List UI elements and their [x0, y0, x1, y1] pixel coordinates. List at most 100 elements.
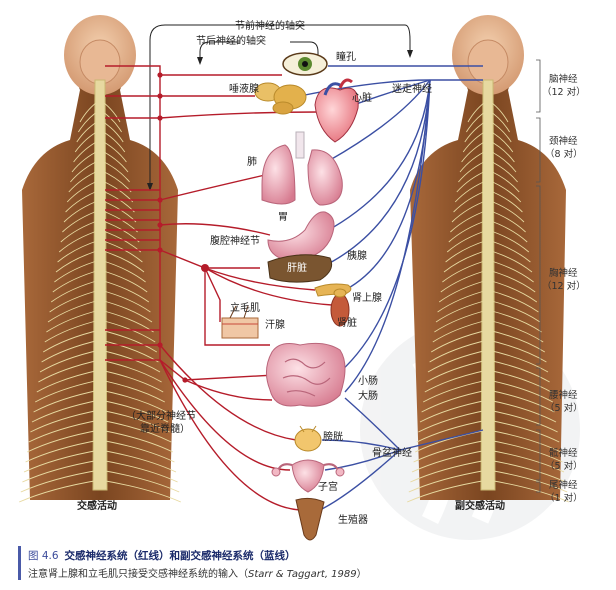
spinal-nerve: [487, 179, 522, 203]
section-cervical-count: （8 对）: [545, 148, 583, 160]
spinal-nerve: [487, 309, 542, 333]
label-ganglia-note-2: 靠近脊髓）: [140, 422, 190, 435]
caption-note: 注意肾上腺和立毛肌只接受交感神经系统的输入（: [28, 569, 248, 580]
spinal-nerve: [487, 459, 566, 483]
left-body: [19, 15, 181, 503]
spinal-nerve: [99, 289, 151, 313]
spinal-nerve: [99, 279, 150, 303]
section-bracket: [536, 59, 541, 113]
sympathetic-fiber: [105, 111, 319, 119]
spinal-nerve: [34, 379, 101, 403]
label-bladder: 膀胱: [323, 430, 343, 443]
label-postganglionic: 节后神经的轴突: [196, 34, 266, 47]
spinal-nerve: [487, 299, 541, 323]
spinal-nerve: [487, 289, 539, 313]
parasympathetic-fiber: [319, 449, 401, 511]
spinal-nerve: [19, 479, 101, 503]
spinal-nerve: [487, 119, 512, 143]
spinal-nerve: [99, 269, 148, 293]
spinal-nerve: [99, 359, 162, 383]
kidney-icon: [330, 288, 350, 327]
sympathetic-fiber: [204, 267, 221, 322]
spinal-nerve: [426, 359, 489, 383]
spinal-nerve: [430, 329, 489, 353]
sympathetic-fiber: [204, 268, 270, 346]
spinal-nerve: [487, 359, 550, 383]
section-cervical-name: 颈神经: [549, 135, 578, 147]
spinal-nerve: [31, 399, 101, 423]
spinal-nerve: [99, 99, 121, 123]
intestine-icon: [266, 342, 346, 407]
section-cranial-name: 脑神经: [549, 73, 578, 85]
spinal-nerve: [487, 219, 528, 243]
spinal-nerve: [99, 409, 170, 433]
spinal-nerve: [487, 409, 558, 433]
spinal-nerve: [79, 99, 101, 123]
spinal-nerve: [466, 109, 489, 133]
spinal-nerve: [49, 289, 101, 313]
spinal-nerve: [99, 109, 122, 133]
section-lumbar-count: （5 对）: [545, 402, 583, 414]
parasympathetic-fiber: [319, 79, 431, 269]
spinal-nerve: [74, 129, 101, 153]
spinal-nerve: [52, 269, 101, 293]
spinal-nerve: [487, 129, 514, 153]
spinal-nerve: [487, 319, 544, 343]
spinal-nerve: [427, 349, 489, 373]
spinal-nerve: [38, 359, 101, 383]
spinal-nerve: [42, 329, 101, 353]
spinal-nerve: [437, 289, 489, 313]
spinal-nerve: [487, 159, 518, 183]
sympathetic-fiber: [159, 174, 266, 201]
spinal-nerve: [63, 199, 101, 223]
label-arrector: 立毛肌: [230, 301, 260, 314]
caption-title: 交感神经系统（红线）和副交感神经系统（蓝线）: [64, 550, 296, 562]
spinal-nerve: [487, 279, 538, 303]
postganglionic-arrow: [199, 41, 240, 62]
spinal-nerve: [459, 149, 489, 173]
spinal-nerve: [487, 239, 531, 263]
spinal-nerve: [487, 149, 517, 173]
caption-citation: Starr & Taggart, 1989: [248, 569, 357, 580]
section-bracket: [536, 367, 541, 426]
spinal-nerve: [487, 269, 536, 293]
label-large-intestine: 大肠: [358, 389, 378, 402]
preganglionic-arrow: [149, 24, 411, 190]
sympathetic-fiber: [184, 379, 273, 401]
label-pancreas: 胰腺: [347, 249, 367, 262]
spinal-nerve: [464, 119, 489, 143]
label-vagus: 迷走神经: [392, 82, 432, 95]
spinal-nerve: [71, 149, 101, 173]
spinal-nerve: [487, 99, 509, 123]
spinal-nerve: [487, 399, 557, 423]
sympathetic-fiber: [105, 189, 160, 251]
spinal-nerve: [487, 199, 525, 223]
parasympathetic-fiber: [344, 397, 401, 451]
spinal-nerve: [66, 179, 101, 203]
spinal-nerve: [487, 349, 549, 373]
label-liver: 肝脏: [287, 261, 307, 274]
spinal-nerve: [443, 249, 489, 273]
bladder-icon: [294, 425, 322, 452]
sympathetic-fiber: [159, 359, 301, 511]
ganglion-node: [157, 93, 163, 99]
spinal-nerve: [99, 159, 130, 183]
spinal-nerve: [65, 189, 101, 213]
spinal-nerve: [461, 139, 489, 163]
spinal-nerve: [458, 159, 489, 183]
ganglion-node: [157, 222, 163, 228]
spinal-nerve: [20, 469, 101, 493]
spinal-nerve: [487, 379, 554, 403]
ganglion-node: [157, 72, 163, 78]
parasympathetic-fiber: [324, 79, 431, 233]
spinal-nerve: [99, 259, 146, 283]
sympathetic-fiber: [105, 329, 160, 361]
spinal-nerve: [487, 369, 552, 393]
spinal-nerve: [487, 259, 534, 283]
spinal-nerve: [46, 309, 101, 333]
spinal-nerve: [41, 339, 101, 363]
ganglion-node: [157, 247, 163, 253]
ganglion-node: [182, 377, 188, 383]
spinal-nerve: [33, 389, 101, 413]
spinal-nerve: [55, 249, 101, 273]
